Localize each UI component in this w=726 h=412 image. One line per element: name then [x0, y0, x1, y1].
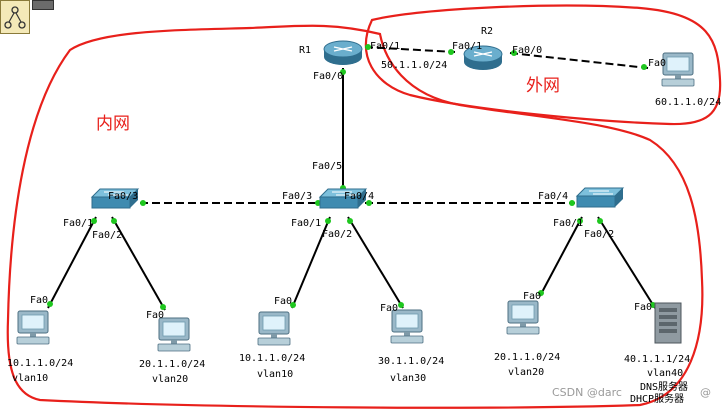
server-net-label: 40.1.1.1/24: [624, 354, 690, 365]
pc5-net-label: 20.1.1.0/24: [494, 352, 560, 363]
csdn-watermark: CSDN @darc: [552, 386, 622, 399]
server-role-dns-label: DNS服务器: [640, 380, 688, 393]
r1-fa00-label: Fa0/0: [313, 71, 343, 82]
server-role-dhcp-label: DHCP服务器: [630, 392, 684, 405]
router-r1-name: R1: [299, 45, 311, 56]
pc4-port-label: Fa0: [380, 303, 398, 314]
pc2-port-label: Fa0: [146, 310, 164, 321]
pc4-net-label: 30.1.1.0/24: [378, 356, 444, 367]
link-sw3-pc5[interactable]: [539, 216, 583, 297]
pc-vlan20-b-icon[interactable]: [506, 300, 540, 335]
toolbar-fragment: [32, 0, 54, 10]
internal-zone-label: 内网: [96, 114, 130, 134]
pc-vlan20-a-icon[interactable]: [157, 317, 191, 352]
switch-right-icon[interactable]: [576, 187, 624, 208]
core-fa04-label: Fa0/4: [344, 191, 374, 202]
r2-fa00-label: Fa0/0: [512, 45, 542, 56]
external-pc-icon[interactable]: [661, 52, 695, 87]
core-fa03-label: Fa0/3: [282, 191, 312, 202]
pc3-port-label: Fa0: [274, 296, 292, 307]
pc-vlan30-icon[interactable]: [390, 309, 424, 344]
pc2-net-label: 20.1.1.0/24: [139, 359, 205, 370]
link-sw2-pc4[interactable]: [347, 216, 404, 309]
r1-fa01-label: Fa0/1: [370, 41, 400, 52]
pc1-net-label: 10.1.1.0/24: [7, 358, 73, 369]
link-sw1-pc1[interactable]: [47, 216, 97, 309]
server-port-label: Fa0: [634, 302, 652, 313]
topology-icon: [4, 6, 26, 29]
sw1-fa03-label: Fa0/3: [108, 191, 138, 202]
pc5-port-label: Fa0: [523, 291, 541, 302]
link-sw1-pc2[interactable]: [111, 216, 166, 311]
server-dns-dhcp-icon[interactable]: [654, 302, 682, 344]
external-zone-label: 外网: [526, 76, 560, 96]
sw2-fa01-label: Fa0/1: [291, 218, 321, 229]
net-60-label: 60.1.1.0/24: [655, 97, 721, 108]
sw3-fa04-label: Fa0/4: [538, 191, 568, 202]
link-sw2-pc3[interactable]: [291, 216, 331, 309]
pc-vlan10-a-icon[interactable]: [16, 310, 50, 345]
pc4-vlan-label: vlan30: [390, 373, 426, 384]
link-status-dots: [47, 44, 656, 310]
pc1-vlan-label: vlan10: [12, 373, 48, 384]
link-sw3-server[interactable]: [597, 216, 656, 309]
topology-tool-icon[interactable]: [0, 0, 30, 34]
sw3-fa02-label: Fa0/2: [584, 229, 614, 240]
sw2-fa02-label: Fa0/2: [322, 229, 352, 240]
external-pc-fa0-label: Fa0: [648, 58, 666, 69]
sw1-fa02-label: Fa0/2: [92, 230, 122, 241]
pc3-net-label: 10.1.1.0/24: [239, 353, 305, 364]
r2-fa01-label: Fa0/1: [452, 41, 482, 52]
pc3-vlan-label: vlan10: [257, 369, 293, 380]
link-r2-pc[interactable]: [509, 52, 649, 69]
pc5-vlan-label: vlan20: [508, 367, 544, 378]
pc1-port-label: Fa0: [30, 295, 48, 306]
net-50-label: 50.1.1.0/24: [381, 60, 447, 71]
core-fa05-label: Fa0/5: [312, 161, 342, 172]
server-vlan-label: vlan40: [647, 368, 683, 379]
pc-vlan10-b-icon[interactable]: [257, 311, 291, 346]
pc2-vlan-label: vlan20: [152, 374, 188, 385]
sw1-fa01-label: Fa0/1: [63, 218, 93, 229]
internal-network-outline: [6, 24, 704, 409]
external-network-outline: [364, 4, 722, 126]
router-r1-icon[interactable]: [323, 40, 363, 66]
router-r2-name: R2: [481, 26, 493, 37]
sw3-fa01-label: Fa0/1: [553, 218, 583, 229]
link-r1-r2[interactable]: [364, 46, 456, 53]
csdn-watermark-tail: @: [700, 386, 711, 399]
